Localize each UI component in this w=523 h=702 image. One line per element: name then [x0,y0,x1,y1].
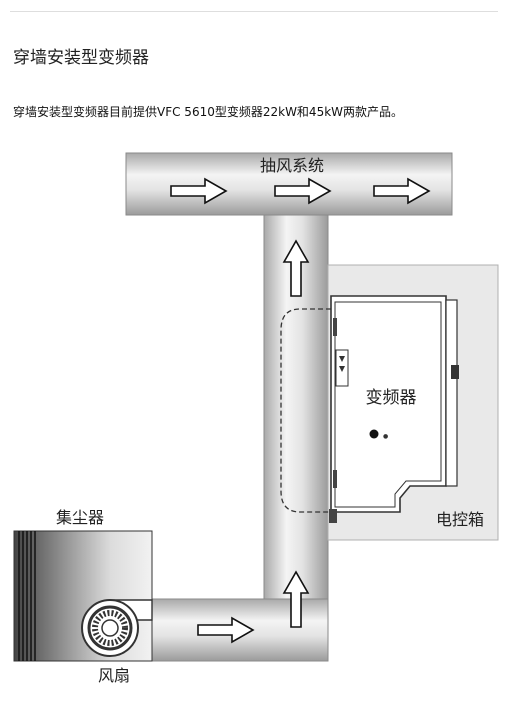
page-description: 穿墙安装型变频器目前提供VFC 5610型变频器22kW和45kW两款产品。 [13,105,404,119]
dust-collector-label: 集尘器 [56,508,104,527]
status-indicator-dot [369,429,379,439]
exhaust-duct [125,152,453,216]
flow-arrow-right-2 [274,177,332,205]
svg-text:●: ● [383,433,388,440]
page-title: 穿墙安装型变频器 [13,48,149,68]
flow-arrow-up-2 [282,570,310,628]
flow-arrow-right-1 [170,177,228,205]
wall-mount-outline [280,308,331,513]
inverter-unit: ● [329,295,459,523]
flow-arrow-right-3 [373,177,431,205]
fan-icon [81,599,153,657]
inverter-label: 变频器 [366,388,417,408]
control-cabinet-label: 电控箱 [436,510,484,529]
top-divider [10,11,498,12]
exhaust-system-label: 抽风系统 [260,156,324,175]
flow-arrow-right-4 [197,616,255,644]
flow-arrow-up-1 [282,239,310,297]
fan-label: 风扇 [98,666,130,685]
